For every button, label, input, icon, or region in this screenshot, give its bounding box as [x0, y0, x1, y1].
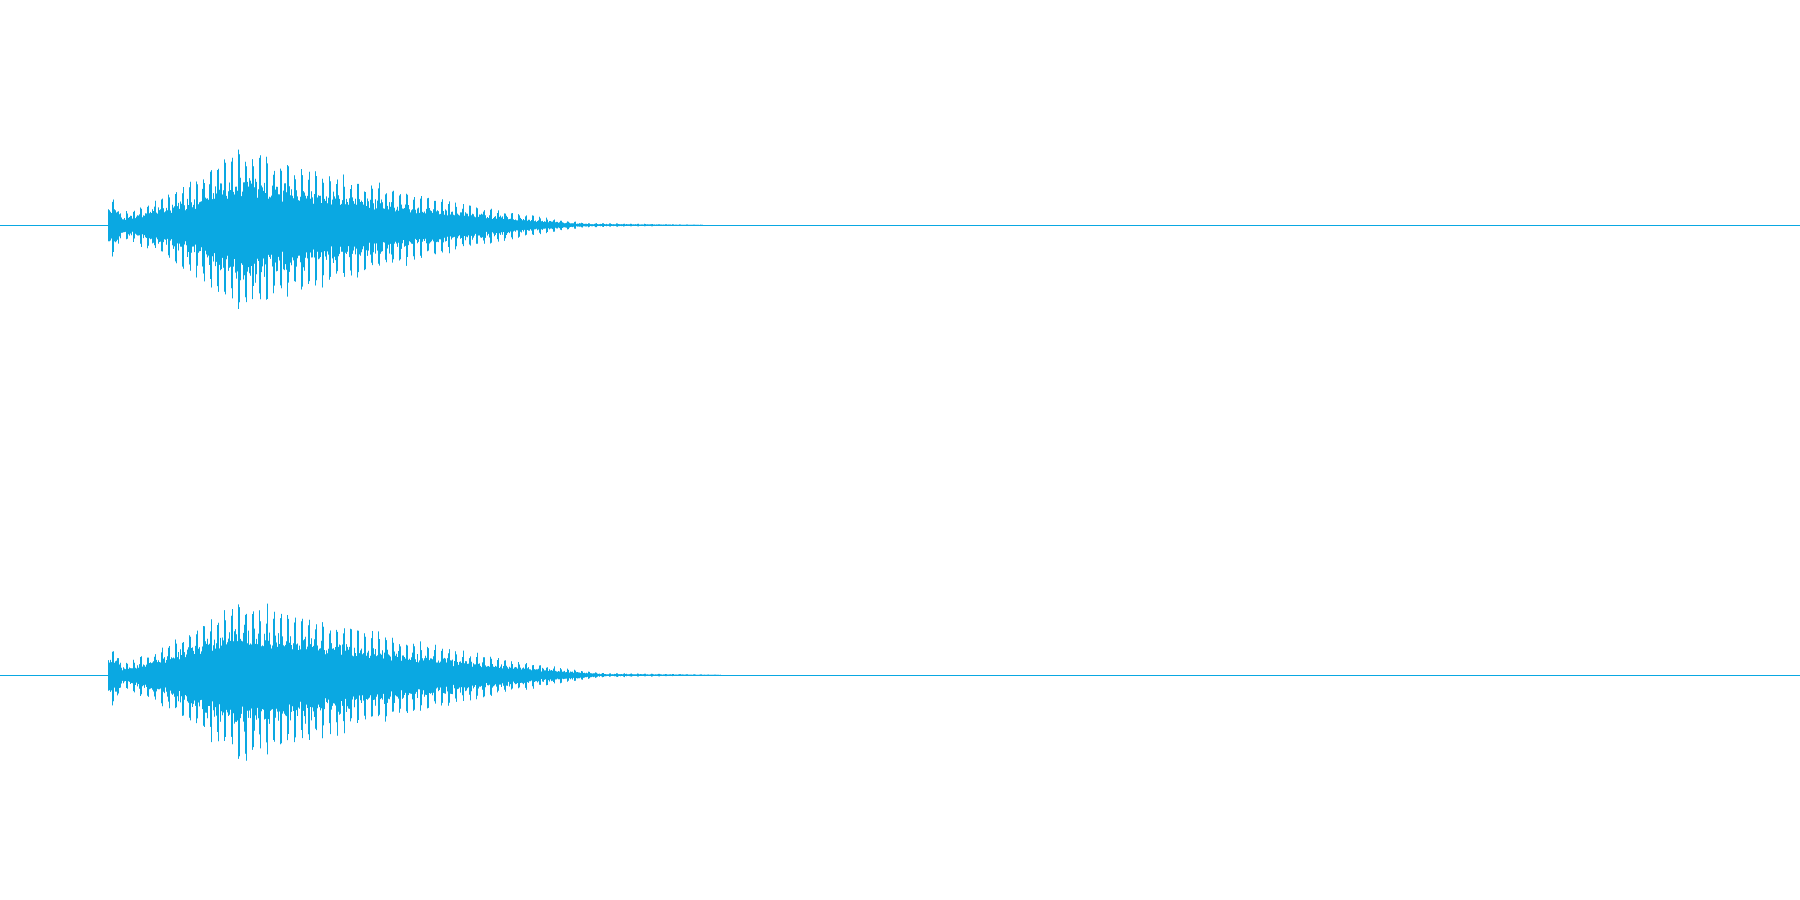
waveform-samples: [108, 603, 721, 761]
waveform-samples: [108, 149, 703, 309]
waveform-channel-1[interactable]: [0, 0, 1800, 450]
waveform-channel-2[interactable]: [0, 450, 1800, 900]
